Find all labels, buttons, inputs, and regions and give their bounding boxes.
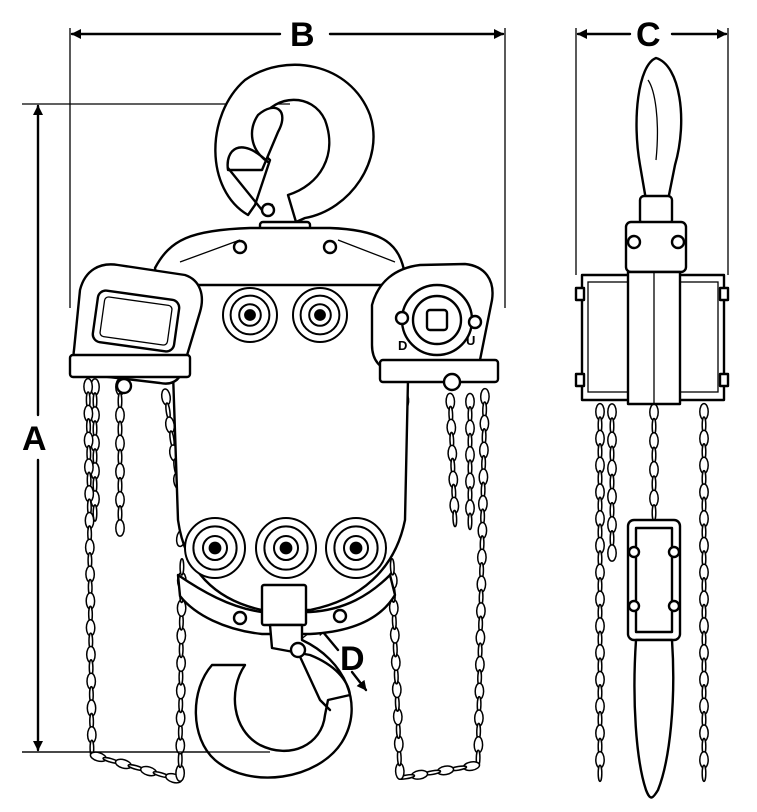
sheave (325, 517, 387, 579)
hand-chain-side (699, 402, 709, 783)
dimension-b-label: B (290, 16, 315, 54)
upper-frame-plate (153, 226, 412, 302)
hand-chain (397, 760, 481, 780)
hand-chain (387, 557, 405, 781)
hoist-side-view (574, 56, 730, 799)
hoist-front-view: D U (68, 63, 500, 784)
hand-chain (445, 392, 460, 528)
hand-chain (83, 377, 97, 758)
chain-group-side (595, 402, 709, 783)
dimension-c-label: C (636, 16, 661, 54)
hand-chain-side (607, 403, 617, 562)
dimension-a-label: A (22, 420, 47, 458)
sheave (222, 287, 278, 343)
sheave (255, 517, 317, 579)
wheel-letter-d: D (398, 338, 407, 353)
hand-chain (473, 387, 490, 768)
load-chain-side (649, 403, 659, 522)
sheave-group (184, 287, 387, 579)
right-gear-case: D U (370, 262, 500, 392)
hand-chain (89, 751, 183, 784)
hand-chain (115, 378, 125, 537)
sheave (184, 517, 246, 579)
dimension-d-label: D (340, 640, 365, 678)
left-gear-case (68, 263, 204, 395)
wheel-letter-u: U (466, 333, 475, 348)
hand-chain (465, 392, 475, 531)
hand-chain-side (595, 402, 605, 783)
bottom-hook (194, 623, 353, 779)
sheave (292, 287, 348, 343)
